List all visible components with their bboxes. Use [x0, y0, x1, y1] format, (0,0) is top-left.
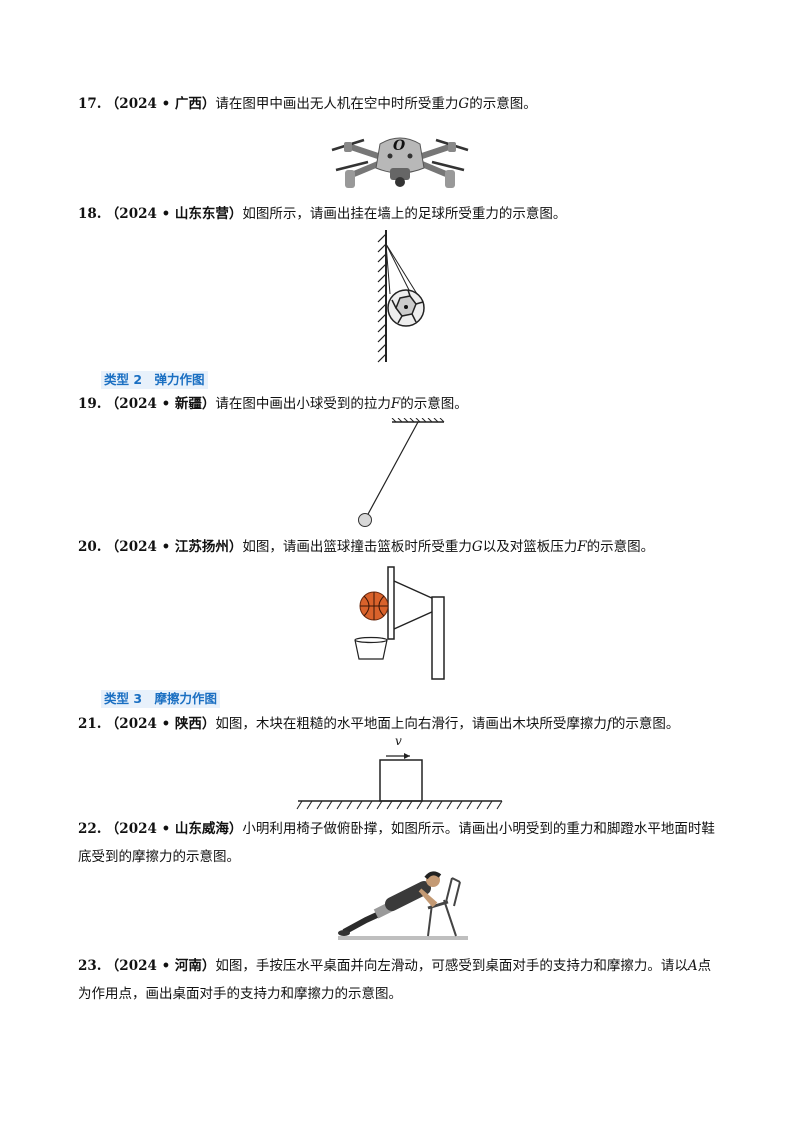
- basketball-hoop-figure: [354, 565, 450, 681]
- point-O-label: O: [393, 138, 406, 154]
- question-text: 请在图甲中画出无人机在空中时所受重力: [215, 96, 459, 112]
- question-18: 18. （2024 • 山东东营）如图所示，请画出挂在墙上的足球所受重力的示意图…: [78, 200, 728, 228]
- section-heading-type3: 类型 3 摩擦力作图: [101, 690, 221, 708]
- question-text: 的示意图。: [400, 396, 468, 412]
- symbol-F: F: [390, 396, 401, 412]
- question-source: （2024 • 广西）: [105, 96, 216, 112]
- question-number: 21.: [78, 716, 102, 732]
- question-text: 如图所示，请画出挂在墙上的足球所受重力的示意图。: [242, 206, 567, 222]
- question-21: 21. （2024 • 陕西）如图，木块在粗糙的水平地面上向右滑行，请画出木块所…: [78, 710, 728, 738]
- question-source: （2024 • 河南）: [105, 958, 216, 974]
- question-text: 如图，手按压水平桌面并向左滑动，可感受到桌面对手的支持力和摩擦力。请以: [215, 958, 688, 974]
- question-text: 点: [697, 958, 712, 974]
- symbol-G: G: [471, 539, 483, 555]
- question-source: （2024 • 陕西）: [105, 716, 216, 732]
- velocity-label: v: [395, 734, 402, 748]
- pendulum-figure: [352, 418, 448, 530]
- wall-football-figure: [372, 228, 432, 364]
- question-text: 为作用点，画出桌面对手的支持力和摩擦力的示意图。: [78, 986, 402, 1002]
- question-text: 底受到的摩擦力的示意图。: [78, 849, 240, 865]
- symbol-G: G: [458, 96, 470, 112]
- question-source: （2024 • 新疆）: [105, 396, 216, 412]
- question-text: 小明利用椅子做俯卧撑，如图所示。请画出小明受到的重力和脚蹬水平地面时鞋: [242, 821, 715, 837]
- section-heading-type2: 类型 2 弹力作图: [101, 371, 208, 389]
- drone-figure: O: [330, 124, 470, 194]
- symbol-f: f: [606, 716, 612, 732]
- question-text: 的示意图。: [611, 716, 680, 732]
- sliding-block-figure: v: [296, 734, 506, 814]
- question-20: 20. （2024 • 江苏扬州）如图，请画出篮球撞击篮板时所受重力G以及对篮板…: [78, 533, 728, 561]
- question-source: （2024 • 山东威海）: [105, 821, 243, 837]
- question-number: 18.: [78, 206, 102, 222]
- question-source: （2024 • 江苏扬州）: [105, 539, 243, 555]
- question-number: 20.: [78, 539, 102, 555]
- question-text: 的示意图。: [586, 539, 655, 555]
- question-19: 19. （2024 • 新疆）请在图中画出小球受到的拉力F的示意图。: [78, 390, 728, 418]
- question-number: 22.: [78, 821, 102, 837]
- question-text: 以及对篮板压力: [482, 539, 578, 555]
- pushup-figure: [336, 868, 470, 944]
- question-number: 17.: [78, 96, 102, 112]
- question-text: 如图，请画出篮球撞击篮板时所受重力: [242, 539, 472, 555]
- symbol-F: F: [577, 539, 587, 555]
- question-22: 22. （2024 • 山东威海）小明利用椅子做俯卧撑，如图所示。请画出小明受到…: [78, 815, 728, 871]
- symbol-A: A: [687, 958, 698, 974]
- question-source: （2024 • 山东东营）: [105, 206, 243, 222]
- question-17: 17. （2024 • 广西）请在图甲中画出无人机在空中时所受重力G的示意图。: [78, 90, 728, 118]
- question-text: 如图，木块在粗糙的水平地面上向右滑行，请画出木块所受摩擦力: [215, 716, 607, 732]
- question-23: 23. （2024 • 河南）如图，手按压水平桌面并向左滑动，可感受到桌面对手的…: [78, 952, 728, 1008]
- question-text: 请在图中画出小球受到的拉力: [215, 396, 391, 412]
- question-number: 19.: [78, 396, 102, 412]
- question-number: 23.: [78, 958, 102, 974]
- question-text: 的示意图。: [469, 96, 537, 112]
